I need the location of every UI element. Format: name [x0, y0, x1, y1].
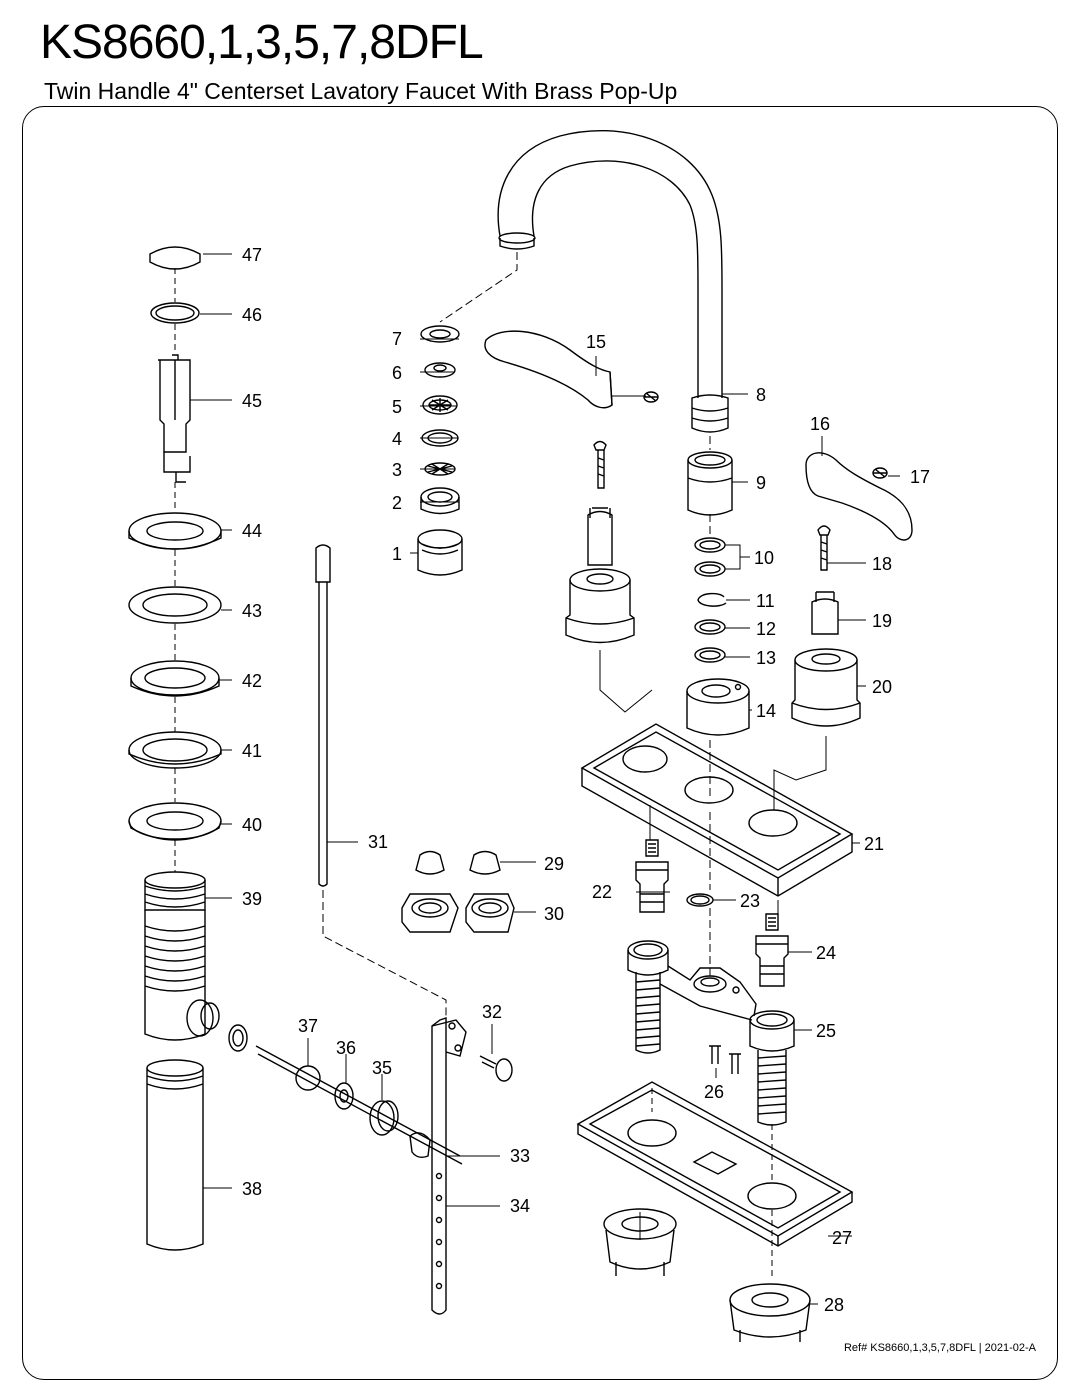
callout-leaders — [190, 253, 900, 1305]
product-description: Twin Handle 4" Centerset Lavatory Faucet… — [44, 78, 678, 104]
part-label-34: 34 — [510, 1196, 530, 1216]
part-label-44: 44 — [242, 521, 262, 541]
part-label-43: 43 — [242, 601, 262, 621]
part-label-31: 31 — [368, 832, 388, 852]
spout-base-parts — [686, 451, 750, 736]
part-label-37: 37 — [298, 1016, 318, 1036]
part-label-26: 26 — [704, 1082, 724, 1102]
part-label-28: 28 — [824, 1295, 844, 1315]
part-label-4: 4 — [392, 429, 402, 449]
part-label-2: 2 — [392, 493, 402, 513]
lift-rod-part — [315, 544, 331, 887]
part-label-39: 39 — [242, 889, 262, 909]
part-label-25: 25 — [816, 1021, 836, 1041]
part-label-33: 33 — [510, 1146, 530, 1166]
part-label-13: 13 — [756, 648, 776, 668]
part-label-6: 6 — [392, 363, 402, 383]
part-label-41: 41 — [242, 741, 262, 761]
part-label-38: 38 — [242, 1179, 262, 1199]
part-label-11: 11 — [756, 591, 775, 611]
part-label-46: 46 — [242, 305, 262, 325]
part-label-18: 18 — [872, 554, 892, 574]
part-label-16: 16 — [810, 414, 830, 434]
part-label-42: 42 — [242, 671, 262, 691]
model-number-title: KS8660,1,3,5,7,8DFL — [40, 16, 484, 69]
part-label-27: 27 — [832, 1228, 852, 1248]
part-label-20: 20 — [872, 677, 892, 697]
part-label-1: 1 — [392, 544, 402, 564]
part-label-9: 9 — [756, 473, 766, 493]
part-label-3: 3 — [392, 460, 402, 480]
part-label-32: 32 — [482, 1002, 502, 1022]
part-label-19: 19 — [872, 611, 892, 631]
part-label-40: 40 — [242, 815, 262, 835]
gasket-and-nuts — [576, 1081, 854, 1342]
part-label-7: 7 — [392, 329, 402, 349]
reference-footer: Ref# KS8660,1,3,5,7,8DFL | 2021-02-A — [843, 1342, 1036, 1354]
drain-assembly — [128, 246, 248, 1251]
part-label-23: 23 — [740, 891, 760, 911]
part-label-17: 17 — [910, 467, 930, 487]
deck-plate-part — [580, 723, 854, 897]
part-label-14: 14 — [756, 701, 776, 721]
left-handle-part — [484, 330, 659, 644]
part-label-36: 36 — [336, 1038, 356, 1058]
right-handle-part — [791, 452, 913, 727]
compression-fittings — [401, 850, 515, 933]
part-label-35: 35 — [372, 1058, 392, 1078]
part-label-24: 24 — [816, 943, 836, 963]
part-label-22: 22 — [592, 882, 612, 902]
part-label-10: 10 — [754, 548, 774, 568]
part-label-15: 15 — [586, 332, 606, 352]
part-label-21: 21 — [864, 834, 884, 854]
pivot-rod-assembly — [255, 1017, 513, 1315]
part-label-47: 47 — [242, 245, 262, 265]
part-label-8: 8 — [756, 385, 766, 405]
part-label-45: 45 — [242, 391, 262, 411]
valve-body-parts — [627, 839, 795, 1126]
diagram-frame — [22, 106, 1058, 1380]
part-label-5: 5 — [392, 397, 402, 417]
part-label-30: 30 — [544, 904, 564, 924]
alignment-lines — [174, 252, 827, 1280]
aerator-assembly — [417, 325, 463, 576]
part-label-29: 29 — [544, 854, 564, 874]
spout-part — [497, 129, 729, 433]
part-label-12: 12 — [756, 619, 776, 639]
